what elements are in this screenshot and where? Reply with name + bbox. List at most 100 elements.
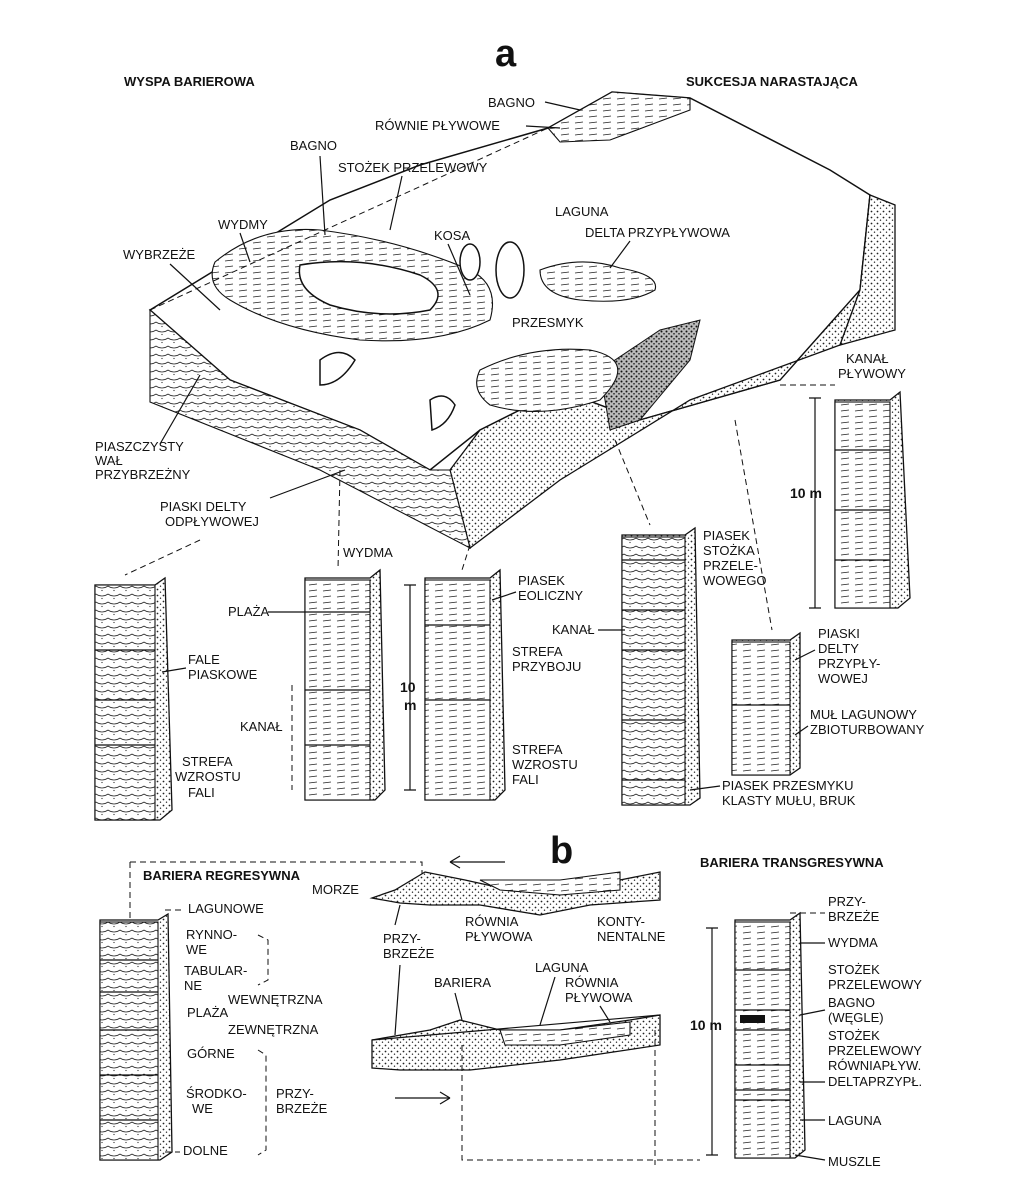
section-upper-lagoon <box>479 871 621 896</box>
trans-bagno-1: BAGNO <box>828 995 875 1010</box>
panel-b-title-right: BARIERA TRANSGRESYWNA <box>700 855 884 870</box>
sec-laguna: LAGUNA <box>535 960 589 975</box>
reg-gorne: GÓRNE <box>187 1046 235 1061</box>
trans-stozek-1: STOŻEK <box>828 962 880 977</box>
column-6-beds <box>835 449 890 561</box>
leader-sec-rownia2 <box>599 1005 611 1023</box>
col1-fale-1: FALE <box>188 652 220 667</box>
col1-strefa-1: STREFA <box>182 754 233 769</box>
panel-a: a WYSPA BARIEROWA SUKCESJA NARASTAJĄCA <box>94 33 925 821</box>
sec-rownia-2: PŁYWOWA <box>465 929 533 944</box>
spit-2 <box>429 395 456 432</box>
leader-trans-bagno <box>799 1009 826 1016</box>
leader-col5-delta <box>794 649 816 661</box>
trans-wydma: WYDMA <box>828 935 878 950</box>
transgressive-column-front <box>734 921 791 1159</box>
panel-a-title-right: SUKCESJA NARASTAJĄCA <box>686 74 859 89</box>
column-3-front <box>424 579 491 801</box>
col3-wzrost-2: WZROSTU <box>512 757 578 772</box>
column-2: WYDMA PLAŻA KANAŁ 10 m <box>228 545 416 801</box>
col3-wzrost-3: FALI <box>512 772 539 787</box>
spit-1 <box>319 351 356 386</box>
trans-stozek2-2: PRZELEWOWY <box>828 1043 922 1058</box>
tidal-channel-fill <box>599 319 701 431</box>
sec-rownia2-2: PŁYWOWA <box>565 990 633 1005</box>
block-labels: BAGNO RÓWNIE PŁYWOWE BAGNO STOŻEK PRZELE… <box>95 95 906 631</box>
reg-dolne: DOLNE <box>183 1143 228 1158</box>
leader-kosa <box>447 243 471 296</box>
sec-bariera: BARIERA <box>434 975 491 990</box>
label-rownie-plywowe: RÓWNIE PŁYWOWE <box>375 118 500 133</box>
column-2-beds <box>305 611 370 746</box>
sec-przybrzeze-2: BRZEŻE <box>383 946 435 961</box>
col5-mul-1: MUŁ LAGUNOWY <box>810 707 917 722</box>
sec-morze: MORZE <box>312 882 359 897</box>
col4-kanal: KANAŁ <box>552 622 595 637</box>
reg-lagunowe: LAGUNOWE <box>188 901 264 916</box>
block-right-face-back <box>838 194 896 346</box>
leader-wydmy <box>239 232 251 263</box>
label-piaszczysty-3: PRZYBRZEŻNY <box>95 467 191 482</box>
reg-rynnowe-2: WE <box>186 942 207 957</box>
column-3-beds <box>425 624 490 701</box>
col5-delta-3: PRZYPŁY- <box>818 656 880 671</box>
panel-a-letter: a <box>495 33 517 75</box>
leader-col3-piasek <box>491 591 517 601</box>
coal-bed <box>740 1015 765 1023</box>
scale-bar-col6 <box>809 397 821 609</box>
label-laguna: LAGUNA <box>555 204 609 219</box>
leader-piaski-delty <box>269 469 346 499</box>
trans-stozek2-1: STOŻEK <box>828 1028 880 1043</box>
sec-rownia2-1: RÓWNIA <box>565 975 619 990</box>
leader-col5-mul <box>794 725 809 736</box>
section-upper-barrier <box>369 871 661 916</box>
col1-strefa-2: WZROSTU <box>175 769 241 784</box>
column-5-front <box>731 641 791 776</box>
label-kosa: KOSA <box>434 228 470 243</box>
regressive-column-front <box>99 921 159 1161</box>
col1-fale-2: PIASKOWE <box>188 667 258 682</box>
back-edge-dashed <box>149 127 549 311</box>
label-piaszczysty-2: WAŁ <box>95 453 123 468</box>
sec-przybrzeze-1: PRZY- <box>383 931 421 946</box>
regressive-column: LAGUNOWE RYNNO- WE TABULAR- NE WEWNĘTRZN… <box>99 901 328 1161</box>
reg-srodkowe-1: ŚRODKO- <box>186 1086 247 1101</box>
arrow-left <box>449 855 505 869</box>
trans-stozek-2: PRZELEWOWY <box>828 977 922 992</box>
reg-przybrzeze-2: BRZEŻE <box>276 1101 328 1116</box>
col3-wzrost-1: STREFA <box>512 742 563 757</box>
col4-stozek-1: PIASEK <box>703 528 750 543</box>
column-3: PIASEK EOLICZNY STREFA PRZYBOJU STREFA W… <box>424 568 583 801</box>
transgressive-column-beds <box>735 969 790 1101</box>
section-sea-level <box>371 1014 661 1041</box>
leader-wybrzeze <box>169 263 221 311</box>
leader-piaszczysty <box>159 374 201 445</box>
panel-b-title-left: BARIERA REGRESYWNA <box>143 868 301 883</box>
dash-col2 <box>337 469 341 571</box>
label-przesmyk: PRZESMYK <box>512 315 584 330</box>
reg-przybrzeze-1: PRZY- <box>276 1086 314 1101</box>
dash-col4 <box>614 439 651 526</box>
label-stozek-przelewowy: STOŻEK PRZELEWOWY <box>338 160 488 175</box>
panel-b: b BARIERA REGRESYWNA BARIERA TRANSGRESYW… <box>99 830 922 1169</box>
leader-trans-muszle <box>794 1154 826 1161</box>
sec-rownia-1: RÓWNIA <box>465 914 519 929</box>
block-diagram <box>148 91 896 550</box>
column-6: 10 m <box>790 390 911 609</box>
leader-sec-przybrzeze <box>394 904 401 1036</box>
col3-przyboj-2: PRZYBOJU <box>512 659 581 674</box>
column-4: PIASEK STOŻKA PRZELE- WOWEGO KANAŁ PIASE… <box>552 526 856 808</box>
trans-laguna: LAGUNA <box>828 1113 882 1128</box>
trans-bagno-2: (WĘGLE) <box>828 1010 884 1025</box>
column-1: FALE PIASKOWE STREFA WZROSTU FALI <box>94 576 258 821</box>
cross-section: MORZE PRZY- BRZEŻE RÓWNIA PŁYWOWA KONTY-… <box>312 871 700 1165</box>
col3-piasek-1: PIASEK <box>518 573 565 588</box>
col4-stozek-3: PRZELE- <box>703 558 758 573</box>
column-4-front <box>621 536 686 806</box>
sec-kontynentalne-1: KONTY- <box>597 914 645 929</box>
reg-wewnetrzna: WEWNĘTRZNA <box>228 992 323 1007</box>
bracket-reg-przybrzeze <box>257 1049 267 1156</box>
scale-bar-a <box>404 584 416 791</box>
column-1-front <box>94 584 156 821</box>
